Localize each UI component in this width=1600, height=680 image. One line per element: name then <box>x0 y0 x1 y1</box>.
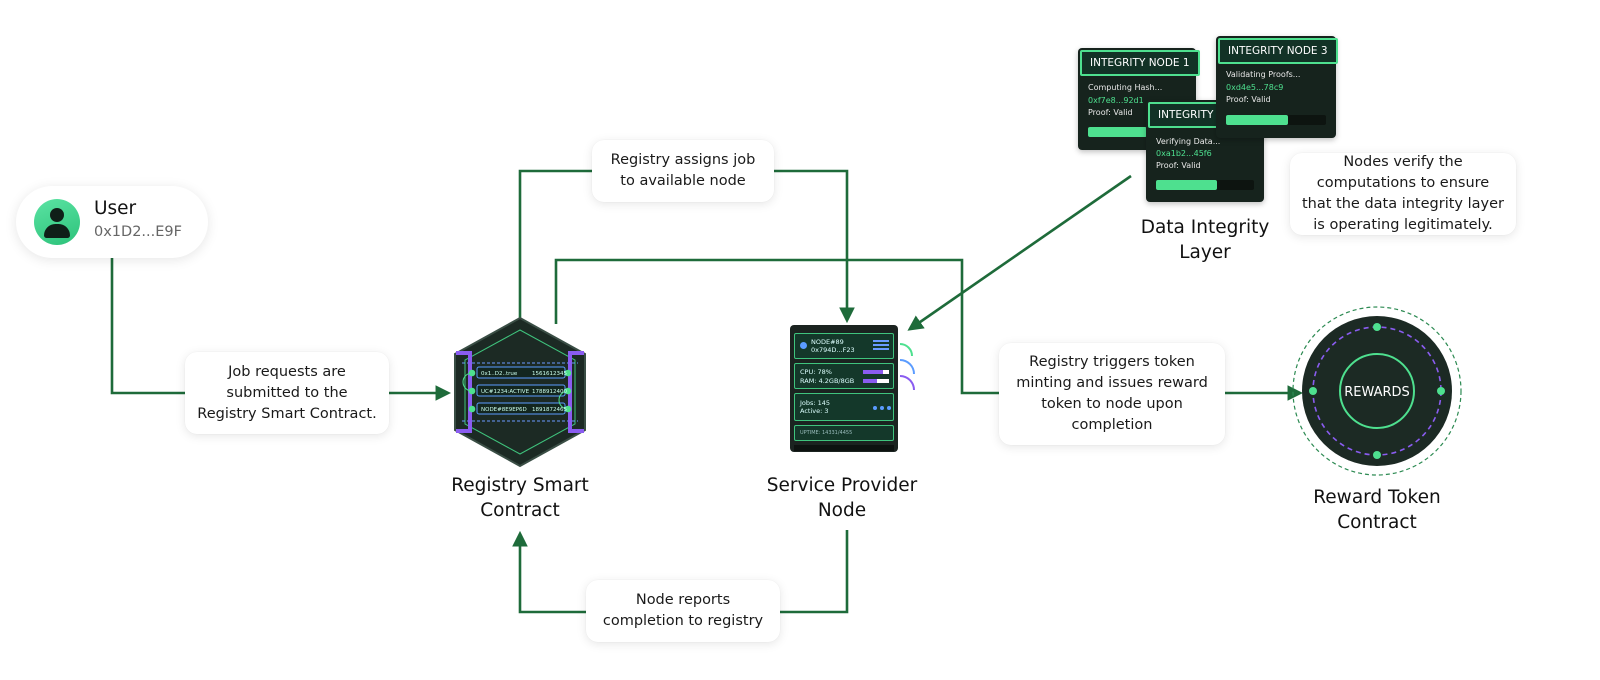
server-uptime: UPTIME: 14331/4455 <box>800 430 853 436</box>
server-ram: RAM: 4.2GB/8GB <box>800 377 855 385</box>
user-card: User 0x1D2...E9F <box>16 186 208 258</box>
step-assign-card: Registry assigns job to available node <box>592 140 774 202</box>
registry-entry-value: 1561612345 <box>532 371 567 377</box>
integrity-node-hash: 0xa1b2...45f6 <box>1156 149 1212 158</box>
integrity-to-node-arrow <box>907 174 1132 331</box>
server-stats-row: CPU: 78% RAM: 4.2GB/8GB <box>794 363 894 389</box>
registry-contract-icon: 0x1..D2..true 1561612345 UC#1234:ACTIVE … <box>454 316 586 468</box>
integrity-node-status: Verifying Data... <box>1156 137 1221 146</box>
signal-icon <box>899 343 915 391</box>
integrity-node-status: Validating Proofs... <box>1226 70 1301 79</box>
integrity-node-hash: 0xf7e8...92d1 <box>1088 96 1144 105</box>
verify-note-card: Nodes verify the computations to ensure … <box>1290 153 1516 235</box>
server-id-row: NODE#89 0x794D...F23 <box>794 333 894 359</box>
server-uptime-row: UPTIME: 14331/4455 <box>794 425 894 441</box>
reward-token-label: REWARDS <box>1344 385 1410 400</box>
user-name: User <box>94 198 137 219</box>
integrity-node-progress <box>1156 180 1254 190</box>
integrity-node-proof: Proof: Valid <box>1156 161 1201 170</box>
step-reward-card: Registry triggers token minting and issu… <box>999 343 1225 445</box>
integrity-node-hash: 0xd4e5...78c9 <box>1226 83 1284 92</box>
integrity-node-progress <box>1088 127 1186 137</box>
registry-contract-label: Registry Smart Contract <box>451 475 589 521</box>
integrity-node-proof: Proof: Valid <box>1088 108 1133 117</box>
integrity-node-card: INTEGRITY NODE 1 Computing Hash... 0xf7e… <box>1078 48 1200 150</box>
integrity-node-status: Computing Hash... <box>1088 83 1163 92</box>
server-rack-icon: NODE#89 0x794D...F23 CPU: 78% RAM: 4.2GB… <box>790 325 898 452</box>
server-jobs: Jobs: 145 <box>800 399 831 407</box>
integrity-node-card: INTEGRITY NODE 3 Validating Proofs... 0x… <box>1216 36 1338 138</box>
registry-entry-id: UC#1234:ACTIVE <box>481 389 530 395</box>
cpu-bar <box>863 370 889 374</box>
ram-bar <box>863 379 889 383</box>
integrity-node-progress <box>1226 115 1326 125</box>
integrity-node-title: INTEGRITY NODE 3 <box>1218 38 1338 64</box>
step-submit-card: Job requests are submitted to the Regist… <box>185 352 389 434</box>
integrity-node-title: INTEGRITY NODE 1 <box>1080 50 1200 76</box>
registry-entry-id: 0x1..D2..true <box>481 371 518 377</box>
service-node-label: Service Provider Node <box>766 475 918 521</box>
server-cpu: CPU: 78% <box>800 368 832 376</box>
server-jobs-row: Jobs: 145 Active: 3 <box>794 393 894 421</box>
registry-entry-value: 1788912400 <box>532 389 567 395</box>
server-node-address: 0x794D...F23 <box>811 346 855 354</box>
registry-entry-value: 1891872465 <box>532 407 567 413</box>
user-avatar-icon <box>34 199 80 245</box>
reward-contract-label: Reward Token Contract <box>1313 487 1441 533</box>
user-address: 0x1D2...E9F <box>94 224 182 240</box>
step-report-card: Node reports completion to registry <box>586 580 780 642</box>
reward-token-icon: REWARDS <box>1292 306 1462 476</box>
integrity-layer-label: Data Integrity Layer <box>1140 217 1270 263</box>
integrity-node-proof: Proof: Valid <box>1226 95 1271 104</box>
server-active: Active: 3 <box>800 407 829 415</box>
server-node-id: NODE#89 <box>811 338 844 346</box>
registry-entry-id: NODE#8E9EP6D <box>481 407 527 413</box>
